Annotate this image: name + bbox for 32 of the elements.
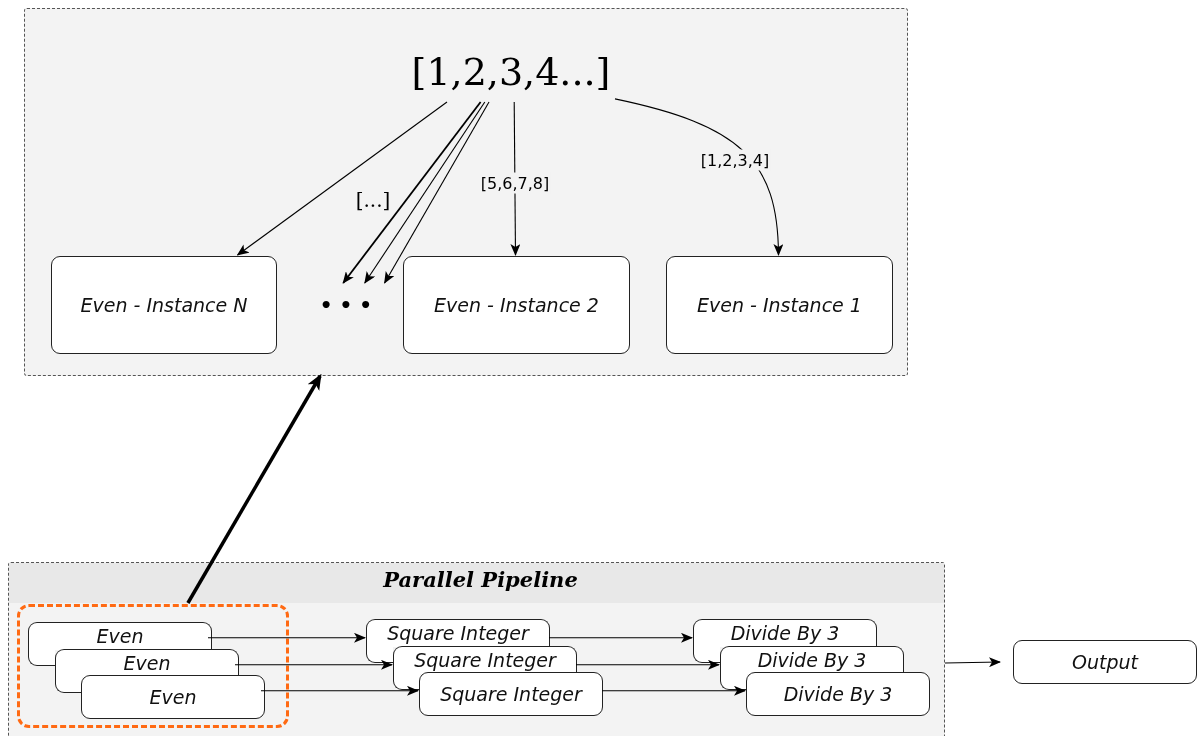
process-box: Even - Instance 1 — [666, 256, 893, 354]
process-box: Output — [1013, 640, 1197, 684]
arrow — [364, 101, 486, 284]
arrow — [944, 657, 1001, 668]
arrow — [548, 632, 693, 643]
arrow — [207, 632, 366, 643]
arrow — [342, 101, 482, 284]
arrow — [575, 659, 720, 670]
arrow — [186, 373, 322, 604]
process-box: Square Integer — [393, 646, 577, 674]
arrow — [236, 101, 448, 256]
process-box: Even — [55, 649, 239, 677]
process-box: Even - Instance 2 — [403, 256, 630, 354]
process-box: Divide By 3 — [693, 619, 877, 647]
process-box: Even — [81, 675, 265, 719]
arrow — [601, 685, 746, 696]
process-box: Even - Instance N — [51, 256, 277, 354]
process-box: Square Integer — [419, 672, 603, 716]
arrow — [384, 101, 490, 284]
process-box: Divide By 3 — [746, 672, 930, 716]
ellipsis-text: • • • — [301, 284, 391, 326]
panel-title: Parallel Pipeline — [382, 567, 579, 592]
list-text: [1,2,3,4...] — [406, 41, 616, 103]
group-panel — [24, 8, 908, 376]
arrow — [614, 98, 784, 256]
process-box: Divide By 3 — [720, 646, 904, 674]
pipeline-panel — [8, 562, 945, 736]
highlight-group — [17, 604, 289, 728]
process-box: Square Integer — [366, 619, 550, 647]
process-box: Even — [28, 622, 212, 650]
arrow — [234, 659, 393, 670]
arrow — [260, 685, 419, 696]
